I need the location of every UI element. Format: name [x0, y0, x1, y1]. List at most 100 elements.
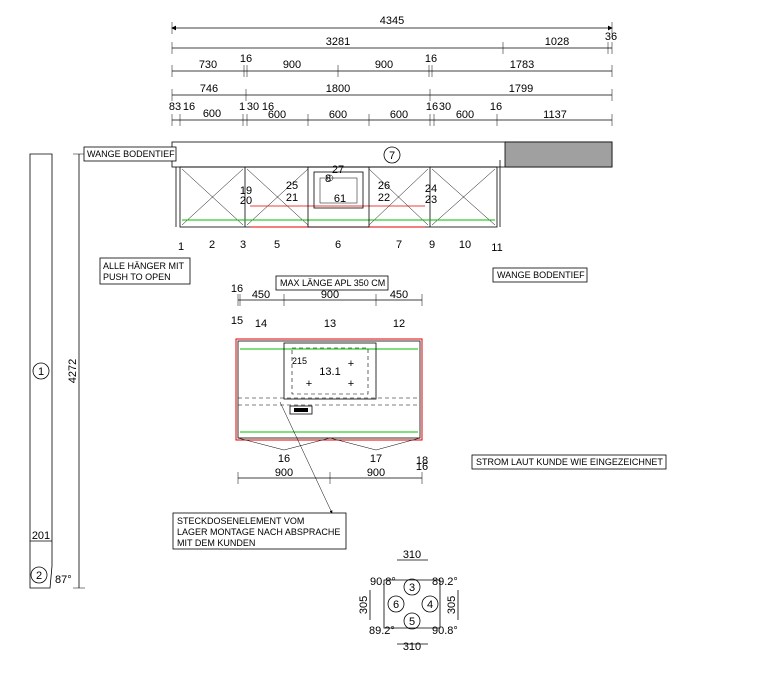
dim-row5-10: 30: [439, 101, 451, 113]
note-haenger-1: ALLE HÄNGER MIT: [103, 261, 185, 271]
dim-row5-4: 30: [247, 101, 259, 113]
island-bottom-18: 18: [416, 455, 428, 467]
dim-row1-0: 4345: [380, 15, 404, 27]
island-label-15: 15: [231, 315, 243, 327]
dim-row5-8: 600: [390, 109, 408, 121]
wall-angle: 87°: [55, 574, 72, 586]
wall-outline: [29, 153, 53, 589]
dim-row5-12: 16: [490, 101, 502, 113]
inner-24: 24: [425, 183, 437, 195]
column-plan: 310 310 305 305 90.8° 89.2° 89.2° 90.8° …: [358, 549, 459, 653]
note-wange-top: WANGE BODENTIEF: [87, 149, 175, 159]
cab-3: 3: [240, 239, 246, 251]
note-steckdose-2: LAGER MONTAGE NACH ABSPRACHE: [177, 527, 340, 537]
circle-7: [383, 146, 401, 164]
cab-5: 5: [274, 239, 280, 251]
hob-label: 13.1: [319, 366, 340, 378]
inner-25: 25: [286, 180, 298, 192]
col-angle-2: 89.2°: [369, 625, 395, 637]
circle-7-label: 7: [389, 150, 395, 162]
cab-11: 11: [491, 242, 502, 254]
inner-22: 22: [378, 192, 390, 204]
svg-text:+: +: [306, 378, 312, 390]
col-bottom-dim: 310: [403, 641, 421, 653]
wall-circle-2: 2: [36, 570, 42, 582]
cab-9: 9: [429, 239, 435, 251]
col-angle-0: 90.8°: [370, 576, 396, 588]
wall-side-dim: 4272: [67, 359, 79, 383]
island-label-12: 12: [393, 318, 405, 330]
inner-27: 27: [332, 164, 344, 176]
inner-21: 21: [286, 192, 298, 204]
inner-19: 19: [240, 185, 252, 197]
dim-row3-2: 900: [283, 59, 301, 71]
dimension-rows: 4345 3281 1028 36 730 16 900 900 16 1783…: [169, 15, 617, 126]
wall-circle-1: 1: [38, 366, 44, 378]
col-circle-4: 4: [427, 599, 433, 611]
socket-element: [289, 405, 313, 415]
col-circle-6: 6: [393, 599, 399, 611]
cab-7: 7: [396, 239, 402, 251]
cab-2: 2: [209, 239, 215, 251]
dim-row3-1: 16: [240, 53, 252, 65]
sink-cabinet: [307, 166, 370, 228]
column-outline: [383, 579, 441, 629]
note-steckdose-1: STECKDOSENELEMENT VOM: [177, 516, 304, 526]
dim-row2-2: 36: [605, 31, 617, 43]
dim-row3-0: 730: [199, 59, 217, 71]
island-worktop: [237, 340, 421, 439]
island-bottom-17: 17: [370, 453, 382, 465]
cab-1: 1: [178, 241, 184, 253]
island-label-13: 13: [324, 318, 336, 330]
dim-row5-5: 16: [262, 101, 274, 113]
dim-row3-3: 900: [375, 59, 393, 71]
island-top-dim-0: 16: [231, 283, 243, 295]
dim-row3-5: 1783: [510, 59, 534, 71]
inner-8: 8: [325, 173, 331, 185]
island-plan: 16 450 900 450 15 14 13 12 13.1 215 + + …: [231, 283, 428, 514]
island-top-dim-3: 450: [390, 289, 408, 301]
cab-10: 10: [459, 239, 471, 251]
col-angle-3: 90.8°: [432, 625, 458, 637]
note-wange-right: WANGE BODENTIEF: [497, 270, 585, 280]
kitchen-row-plan: 7 19 20 25 21 27 8 61 26 22 23 24: [171, 141, 613, 254]
dim-row2-1: 1028: [545, 36, 569, 48]
col-right-dim: 305: [446, 596, 458, 614]
dim-row3-4: 16: [425, 53, 437, 65]
col-circle-5: 5: [409, 616, 415, 628]
dim-row5-1: 16: [183, 101, 195, 113]
island-bottom-16b: 16: [416, 461, 428, 473]
inner-23: 23: [425, 194, 437, 206]
dim-row5-2: 600: [203, 108, 221, 120]
svg-text:+: +: [348, 358, 354, 370]
sink-bowl: [313, 171, 364, 209]
dim-row5-0: 83: [169, 101, 181, 113]
note-strom: STROM LAUT KUNDE WIE EINGEZEICHNET: [476, 457, 663, 467]
notes: WANGE BODENTIEF ALLE HÄNGER MIT PUSH TO …: [83, 146, 667, 550]
island-top-dim-1: 450: [252, 289, 270, 301]
dim-row5-6: 600: [268, 109, 286, 121]
island-top-dim-2: 900: [321, 289, 339, 301]
col-circle-3: 3: [409, 582, 415, 594]
hob-small-label: 215: [292, 356, 307, 366]
note-haenger-2: PUSH TO OPEN: [103, 272, 171, 282]
dim-row5-11: 600: [456, 109, 474, 121]
left-wall: 1 2 87° 201 4272: [29, 153, 85, 589]
col-top-dim: 310: [403, 549, 421, 561]
island-bottom-16a: 16: [278, 453, 290, 465]
note-max-laenge: MAX LÄNGE APL 350 CM: [280, 278, 385, 288]
dim-row4-1: 1800: [326, 83, 350, 95]
note-steckdose-3: MIT DEM KUNDEN: [177, 538, 255, 548]
island-label-14: 14: [255, 318, 267, 330]
cab-6: 6: [335, 239, 341, 251]
svg-text:+: +: [348, 378, 354, 390]
island-bottom-dim-0: 900: [275, 467, 293, 479]
inner-20: 20: [240, 195, 252, 207]
grey-worktop-block: [504, 141, 613, 168]
col-left-dim: 305: [358, 596, 370, 614]
dim-row5-13: 1137: [543, 109, 567, 121]
inner-26: 26: [378, 180, 390, 192]
dim-row4-0: 746: [200, 83, 218, 95]
hob-area: [283, 342, 377, 400]
